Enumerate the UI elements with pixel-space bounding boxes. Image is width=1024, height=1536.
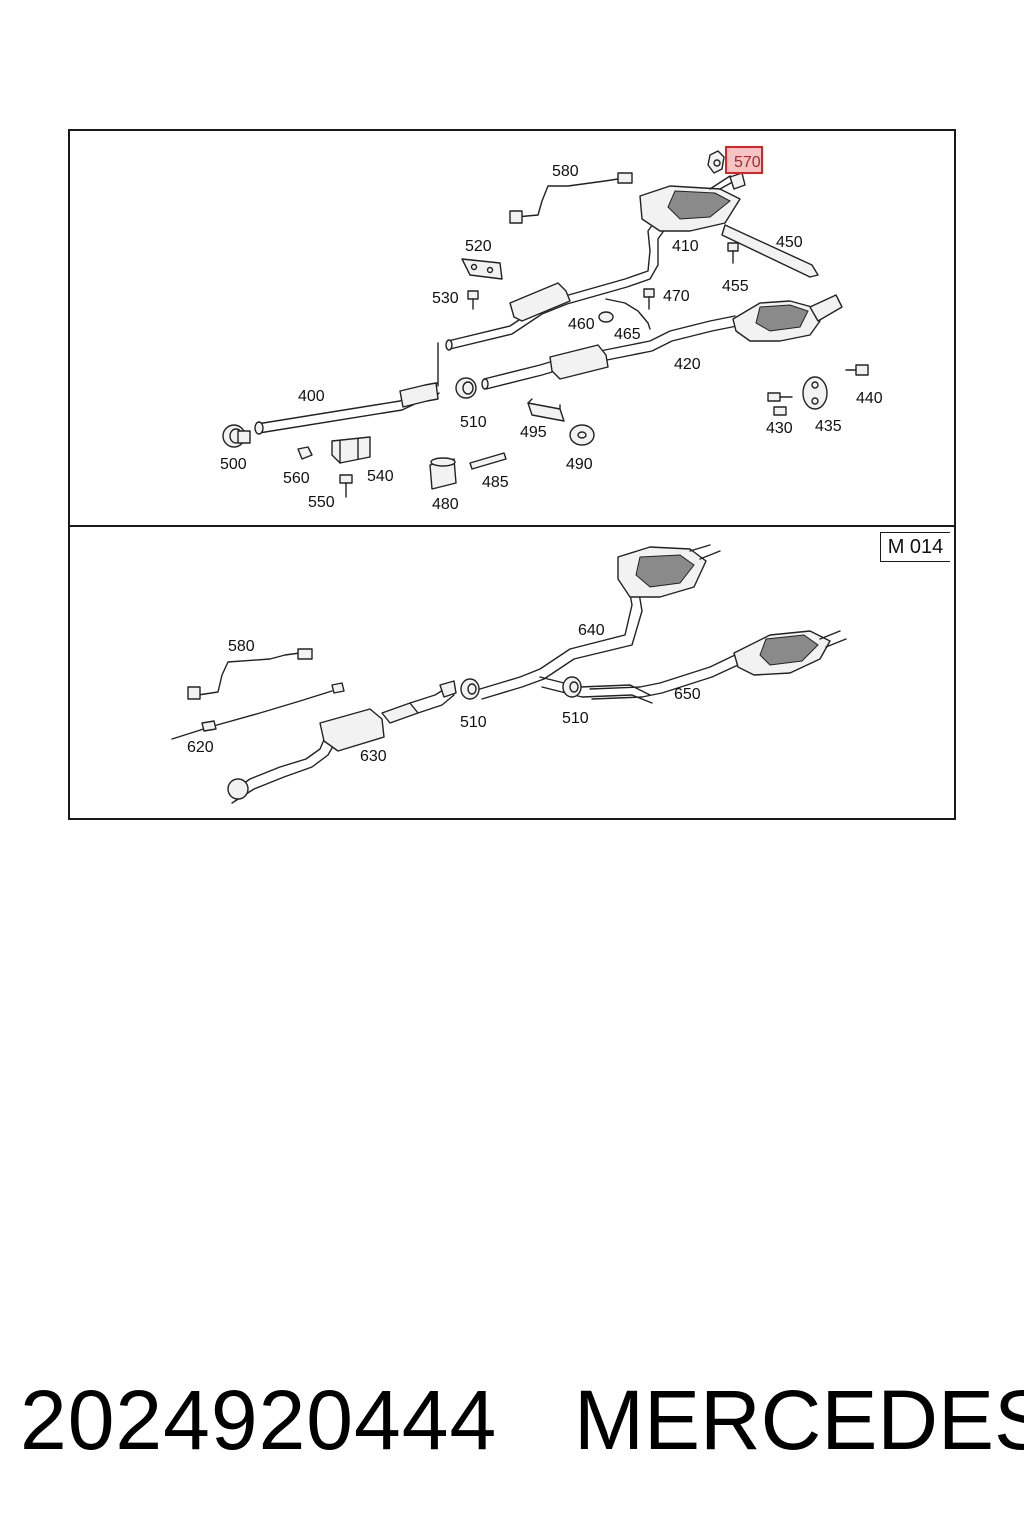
oxygen-sensor-580: [509, 172, 633, 224]
label-510: 510: [460, 414, 487, 431]
bolt-530: [467, 290, 479, 310]
clamp-510-b: [562, 676, 582, 698]
hanger-570: [707, 150, 725, 174]
oxygen-sensor-580-lower: [187, 648, 313, 700]
catalytic-converter-630: [227, 680, 457, 804]
label-470: 470: [663, 288, 690, 305]
label-520: 520: [465, 238, 492, 255]
pipe-640: [479, 582, 653, 704]
bolt-550: [339, 474, 353, 498]
pin-485: [469, 452, 507, 470]
center-pipe-upper: [445, 220, 666, 351]
bracket-495: [527, 398, 565, 422]
label-550: 550: [308, 494, 335, 511]
label-455: 455: [722, 278, 749, 295]
section-code-label: M 014: [880, 532, 950, 562]
rubber-bush-480: [429, 457, 457, 490]
label-495: 495: [520, 424, 547, 441]
label-580-lower: 580: [228, 638, 255, 655]
clamp-510: [455, 377, 477, 399]
washer-460: [598, 311, 614, 323]
rear-muffler-right: [732, 294, 843, 342]
bolt-455: [727, 242, 739, 264]
sensor-620: [171, 682, 345, 740]
bracket-520: [461, 258, 503, 280]
label-490: 490: [566, 456, 593, 473]
part-number: 2024920444: [20, 1373, 498, 1467]
label-510-b: 510: [562, 710, 589, 727]
label-560: 560: [283, 470, 310, 487]
label-435: 435: [815, 418, 842, 435]
top-exhaust-diagram: 580 570 520 410 450 530 470 455 460 465 …: [220, 146, 883, 513]
label-530: 530: [432, 290, 459, 307]
label-465: 465: [614, 326, 641, 343]
highlight-box-570: [725, 146, 763, 174]
label-580: 580: [552, 163, 579, 180]
label-460: 460: [568, 316, 595, 333]
label-540: 540: [367, 468, 394, 485]
bracket-bar-450: [721, 224, 819, 278]
label-620: 620: [187, 739, 214, 756]
pipe-650: [589, 630, 847, 700]
bottom-diagram-panel: M 014: [68, 525, 956, 820]
bolt-470: [643, 288, 655, 310]
nut-560: [297, 446, 313, 460]
clamp-510-a: [460, 678, 480, 700]
label-480: 480: [432, 496, 459, 513]
muffler-640: [617, 544, 721, 598]
label-510-a: 510: [460, 714, 487, 731]
label-640: 640: [578, 622, 605, 639]
label-630: 630: [360, 748, 387, 765]
label-500: 500: [220, 456, 247, 473]
rear-pipe-420: [481, 315, 738, 390]
bracket-540: [331, 436, 371, 464]
brand-name: MERCEDES: [574, 1373, 1024, 1467]
hanger-465: [605, 298, 651, 330]
label-450: 450: [776, 234, 803, 251]
rear-muffler-410: [639, 172, 746, 232]
label-420: 420: [674, 356, 701, 373]
label-410: 410: [672, 238, 699, 255]
label-650: 650: [674, 686, 701, 703]
top-diagram-panel: 580 570 520 410 450 530 470 455 460 465 …: [68, 129, 956, 527]
bolt-440: [845, 364, 869, 376]
front-pipe-400: [254, 382, 440, 435]
footer: 2024920444 MERCEDES: [0, 1365, 1024, 1475]
label-430: 430: [766, 420, 793, 437]
clamp-500: [222, 424, 251, 448]
label-400: 400: [298, 388, 325, 405]
label-570[interactable]: 570: [734, 154, 761, 171]
label-485: 485: [482, 474, 509, 491]
bottom-exhaust-diagram: 640 580 650 510 510 620 630: [171, 544, 847, 804]
bolt-430: [767, 392, 793, 416]
rubber-mount-435: [802, 376, 828, 410]
washer-490: [569, 424, 595, 446]
label-440: 440: [856, 390, 883, 407]
